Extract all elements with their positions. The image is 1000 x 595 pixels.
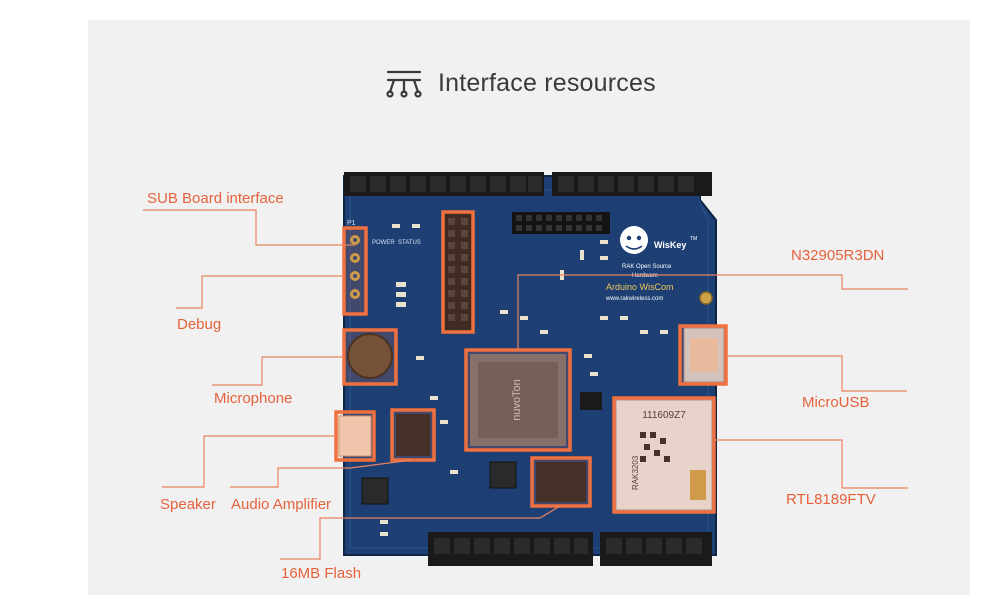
chip-small-1 [580,392,602,410]
label-audio-amplifier: Audio Amplifier [231,496,332,513]
label-flash: 16MB Flash [281,565,362,582]
debug-header [350,235,360,299]
label-speaker: Speaker [160,496,216,513]
board-status: STATUS [398,240,421,246]
highlight-wifi [612,396,716,514]
svg-text:RAK Open Source: RAK Open Source [622,264,672,270]
bottom-header-right [600,532,712,566]
bottom-header-left [428,532,593,566]
highlight-audio-amp [390,408,436,462]
highlight-sub-board [441,210,475,334]
mcu-chip: nuvoTon [470,354,566,446]
board-p1: P1 [347,220,356,227]
audio-amp-chip [396,414,430,456]
highlight-flash [530,456,592,508]
microphone-component [347,333,393,379]
highlight-microphone [342,328,398,386]
title-text: Interface resources [438,68,656,97]
svg-text:nuvoTon: nuvoTon [511,379,523,421]
svg-text:111609Z7: 111609Z7 [642,410,686,421]
top-header-right [552,172,712,196]
label-mcu: N32905R3DN [791,247,885,264]
label-debug: Debug [177,316,222,333]
svg-text:TM: TM [690,236,697,242]
board-url: www.rakwireless.com [605,296,663,302]
inductor-1 [361,477,389,505]
label-wifi: RTL8189FTV [786,491,876,508]
network-tree-icon [386,70,422,98]
board-power: POWER [372,240,395,246]
highlight-microusb [678,324,728,386]
label-sub-board: SUB Board interface [147,190,284,207]
page-title: Interface resources [384,66,656,100]
label-microusb: MicroUSB [802,394,870,411]
svg-text:RAK3203: RAK3203 [631,455,640,490]
wifi-module: 111609Z7 RAK3203 [615,399,713,511]
small-header [512,212,610,234]
label-microphone: Microphone [214,390,293,407]
antenna-connector [699,291,713,305]
flash-chip [536,462,586,502]
board-product: Arduino WisCom [606,282,674,292]
sub-board-connector [443,212,473,332]
highlight-mcu [464,348,572,452]
highlight-debug [342,226,368,316]
wiskey-logo: WisKey TM RAK Open Source Hardware [620,226,697,279]
leader-lines [143,209,908,560]
inductor-2 [489,461,517,489]
highlight-speaker [334,410,376,462]
speaker-connector [338,415,372,457]
top-header-left [344,172,544,196]
svg-text:WisKey: WisKey [654,240,686,250]
svg-text:Hardware: Hardware [632,273,659,279]
